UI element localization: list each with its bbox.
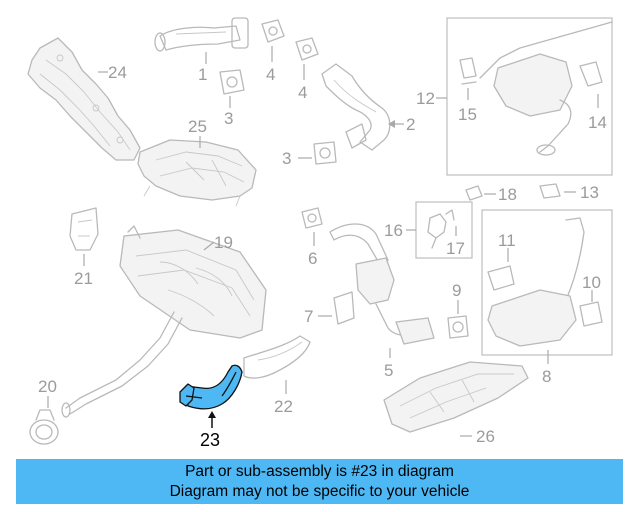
- banner-line-1: Part or sub-assembly is #23 in diagram: [185, 462, 454, 480]
- callout-4b: 4: [298, 83, 307, 102]
- callout-numbers: 1 2 3 3 4 4 5 6 7 8 9 10 11 12 13 14 15 …: [38, 63, 607, 450]
- callout-3a: 3: [224, 109, 233, 128]
- banner-line-2: Diagram may not be specific to your vehi…: [169, 482, 470, 500]
- callout-16: 16: [384, 221, 403, 240]
- part-26-heat-shield: [383, 361, 529, 437]
- callout-11: 11: [498, 231, 516, 250]
- callout-26: 26: [476, 427, 495, 446]
- part-2-y-pipe: [321, 63, 404, 151]
- part-24-heat-shield: [27, 37, 141, 161]
- part-7-9: [318, 291, 469, 339]
- part-23-tail-pipe-highlighted: [179, 364, 243, 428]
- info-banner: Part or sub-assembly is #23 in diagram D…: [16, 459, 623, 504]
- part-21-bracket: [69, 207, 99, 266]
- callout-10: 10: [582, 273, 601, 292]
- callout-13: 13: [580, 183, 599, 202]
- callout-6: 6: [308, 249, 317, 268]
- box-8-rear-assembly: [481, 209, 613, 364]
- callout-5: 5: [384, 361, 393, 380]
- callout-15: 15: [458, 105, 477, 124]
- callout-9: 9: [452, 281, 461, 300]
- box-16-17-oxygen-sensor: [406, 201, 473, 259]
- callout-22: 22: [274, 397, 293, 416]
- box-12-rear-muffler: [436, 17, 613, 176]
- part-1-front-pipe: [154, 17, 249, 64]
- callout-12: 12: [416, 89, 435, 108]
- part-4-gaskets: [261, 19, 319, 80]
- callout-1: 1: [198, 65, 207, 84]
- callout-3b: 3: [282, 149, 291, 168]
- callout-4a: 4: [266, 65, 275, 84]
- part-18-and-13: [465, 183, 576, 201]
- callout-21: 21: [74, 269, 93, 288]
- part-20-clamp: [29, 396, 59, 445]
- callout-20: 20: [38, 377, 57, 396]
- callout-19: 19: [214, 233, 233, 252]
- part-3-gaskets: [219, 69, 337, 165]
- callout-24: 24: [108, 63, 127, 82]
- callout-8: 8: [542, 367, 551, 386]
- part-22-insulator: [243, 335, 311, 394]
- callout-25: 25: [188, 117, 207, 136]
- callout-23-highlighted: 23: [200, 430, 220, 450]
- callout-2: 2: [406, 115, 415, 134]
- part-19-center-muffler: [61, 225, 267, 418]
- exhaust-parts-diagram: 1 2 3 3 4 4 5 6 7 8 9 10 11 12 13 14 15 …: [27, 17, 613, 450]
- callout-7: 7: [304, 307, 313, 326]
- part-5-6-front-pipe-catalyst: [301, 207, 435, 358]
- part-25-heat-shield: [137, 136, 257, 207]
- callout-18: 18: [498, 185, 517, 204]
- callout-17: 17: [446, 239, 465, 258]
- callout-14: 14: [588, 113, 607, 132]
